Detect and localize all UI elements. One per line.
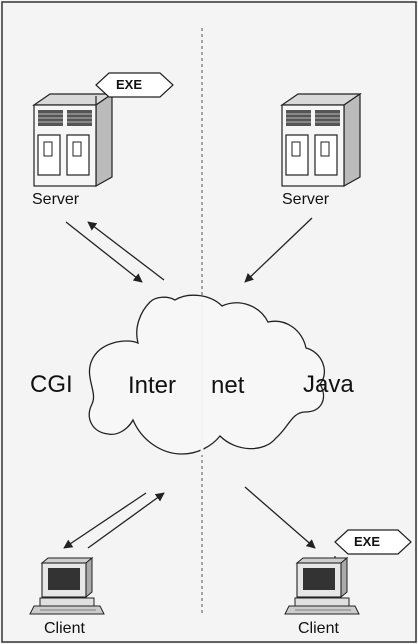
left-exe-tag-label: EXE bbox=[116, 77, 143, 92]
left-server-arrows bbox=[65, 221, 165, 283]
right-server-icon bbox=[280, 92, 362, 188]
right-exe-tag-label: EXE bbox=[354, 534, 381, 549]
left-exe-tag-shape bbox=[95, 72, 174, 105]
right-client-arrow bbox=[244, 486, 316, 549]
left-server-label: Server bbox=[32, 191, 80, 208]
right-server-arrow bbox=[244, 217, 313, 283]
left-client-arrows bbox=[63, 492, 165, 549]
internet-cloud-icon bbox=[88, 294, 325, 455]
cgi-label: CGI bbox=[30, 371, 73, 398]
left-client-computer-icon bbox=[29, 556, 105, 615]
cloud-text-right: net bbox=[211, 372, 245, 399]
right-client-computer-icon bbox=[284, 556, 360, 615]
right-client-label: Client bbox=[298, 620, 339, 637]
cloud-text-left: Inter bbox=[128, 372, 177, 399]
left-server-icon bbox=[32, 92, 114, 188]
right-server-label: Server bbox=[282, 191, 330, 208]
java-label: Java bbox=[303, 371, 354, 398]
left-client-label: Client bbox=[44, 620, 85, 637]
